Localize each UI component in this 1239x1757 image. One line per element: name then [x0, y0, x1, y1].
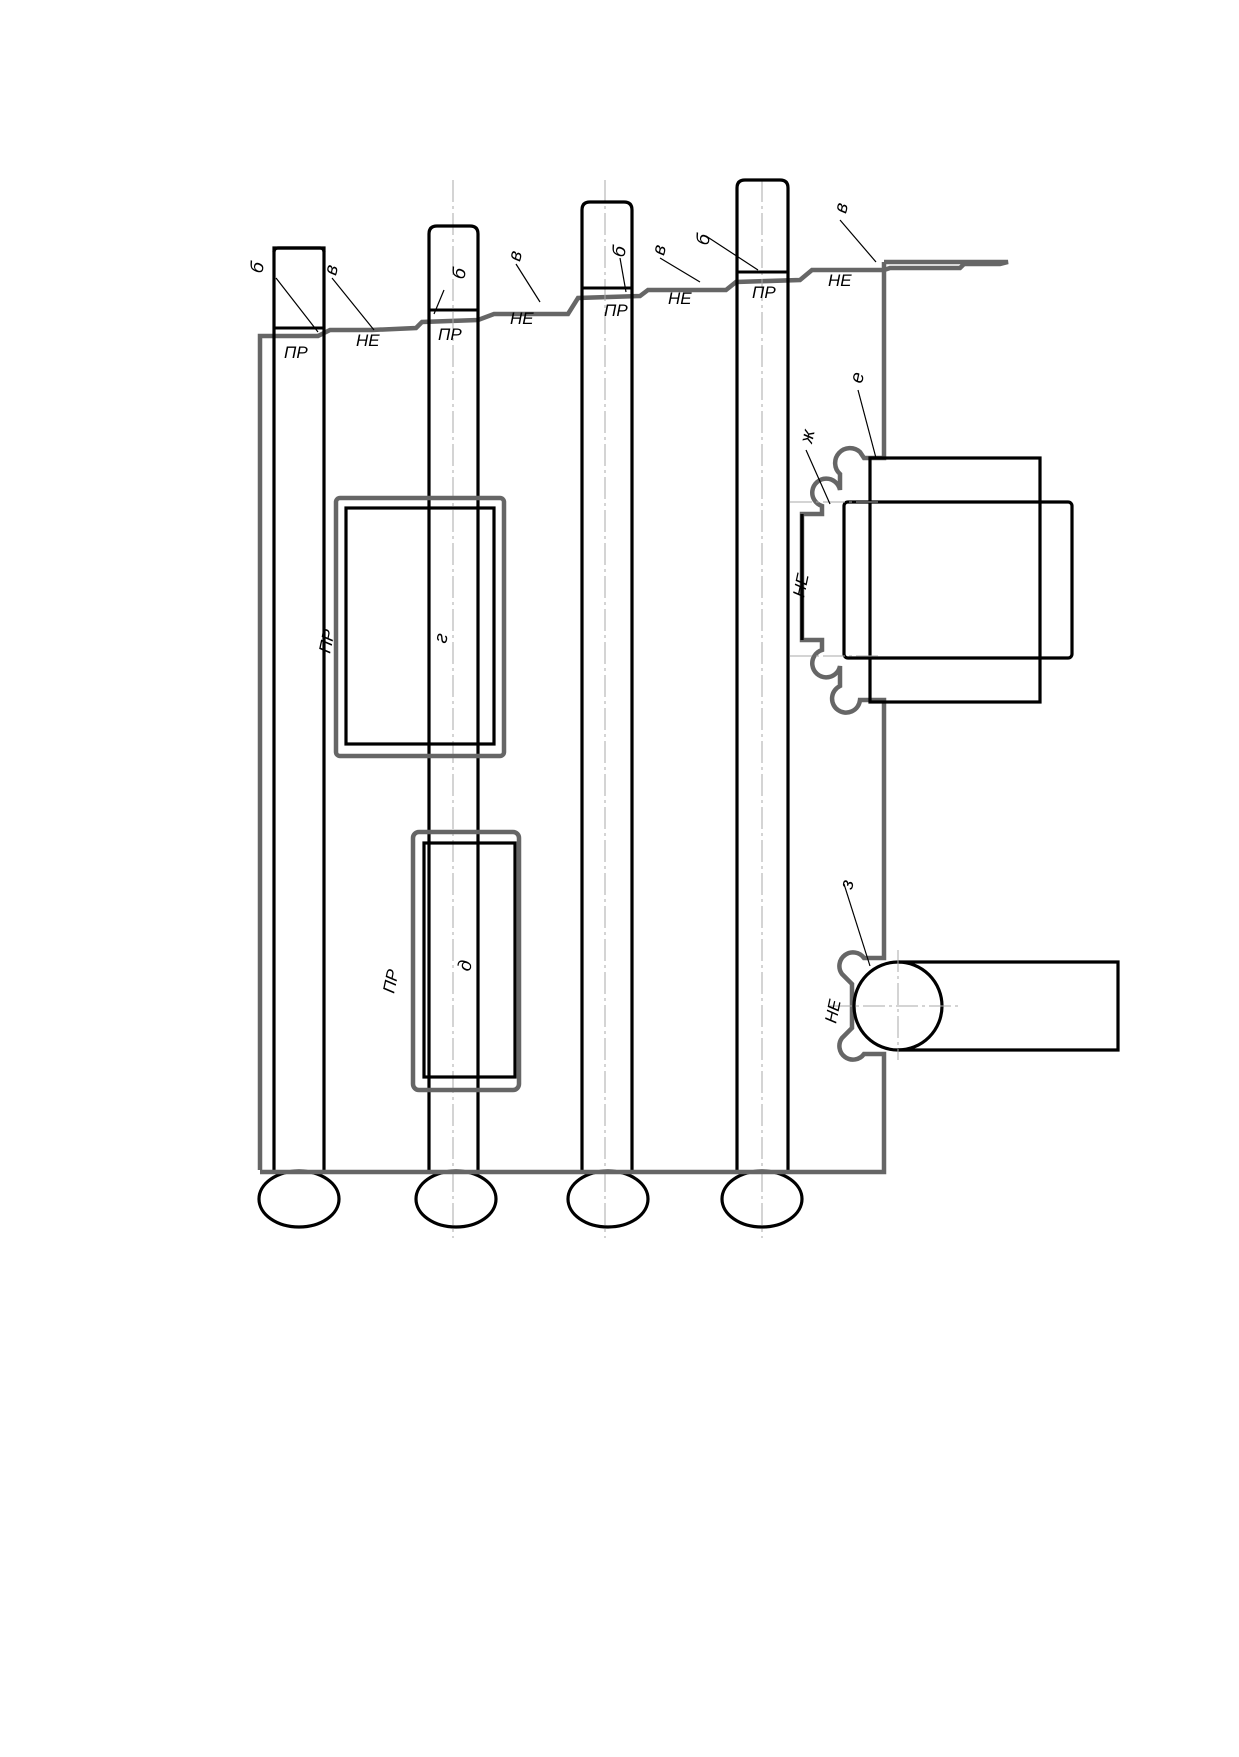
- leader-pin2-b: [433, 289, 445, 315]
- label-round-ne: НЕ: [821, 997, 845, 1025]
- window-g-outer: [333, 495, 507, 759]
- leader-round-z: [843, 883, 871, 967]
- label-pin2-ne: НЕ: [510, 309, 534, 328]
- gauge-pin-3: [580, 200, 634, 1172]
- label-pin2-v: в: [504, 249, 527, 263]
- label-pin2-b: б: [448, 265, 471, 281]
- leader-pin3-b: [619, 257, 627, 293]
- leader-right-v: [839, 219, 877, 263]
- label-side-pr: ПР: [315, 627, 339, 655]
- gauge-pin-1-cap: [272, 246, 326, 253]
- label-pin4-pr: ПР: [752, 283, 776, 302]
- label-pin1-b: б: [246, 259, 269, 275]
- gauge-body-right-edge: [260, 262, 887, 1175]
- round-gauge-shank: [898, 960, 1120, 1052]
- label-pin2-pr: ПР: [438, 325, 462, 344]
- label-pin3-b: б: [608, 243, 631, 259]
- leader-pin1-v: [331, 277, 375, 331]
- label-slot-ne: НЕ: [789, 571, 813, 599]
- gauge-pin-4: [735, 178, 790, 1172]
- pin-1-handle: [257, 1169, 341, 1229]
- label-right-ne: НЕ: [828, 271, 852, 290]
- gauge-pin-1: [272, 246, 326, 1172]
- window-g-inner: [344, 506, 496, 746]
- slot-gauge-back: [868, 456, 1042, 704]
- label-slot-e: е: [846, 370, 869, 385]
- leader-pin3-v: [659, 257, 701, 283]
- pin-2-handle: [414, 1169, 498, 1229]
- pocket-d-inner: [422, 841, 517, 1079]
- slot-gauge-front: [842, 500, 1074, 660]
- label-pin3-ne: НЕ: [668, 289, 692, 308]
- label-pocket-d: д: [454, 958, 477, 973]
- pocket-d-outer: [410, 829, 522, 1093]
- label-center-g: г: [430, 632, 452, 646]
- gauge-body-outline-main: [257, 259, 1009, 1170]
- leader-pin4-b: [705, 235, 759, 271]
- label-pin1-ne: НЕ: [356, 331, 380, 350]
- label-slot-zh: ж: [796, 427, 820, 446]
- label-right-v: в: [830, 201, 853, 215]
- label-pin1-pr: ПР: [284, 343, 308, 362]
- gauge-pin-2: [427, 224, 480, 1172]
- label-round-z: з: [836, 878, 859, 892]
- leader-pin2-v: [515, 263, 541, 303]
- leader-slot-e: [857, 389, 877, 459]
- label-pin3-pr: ПР: [604, 301, 628, 320]
- label-pocket-pr: ПР: [379, 967, 403, 995]
- label-pin3-v: в: [648, 243, 671, 257]
- label-pin1-v: в: [320, 263, 343, 277]
- leader-pin1-b: [275, 277, 319, 333]
- leader-slot-zh: [805, 449, 831, 505]
- pin-3-handle: [566, 1169, 650, 1229]
- label-pin4-b: б: [692, 231, 715, 247]
